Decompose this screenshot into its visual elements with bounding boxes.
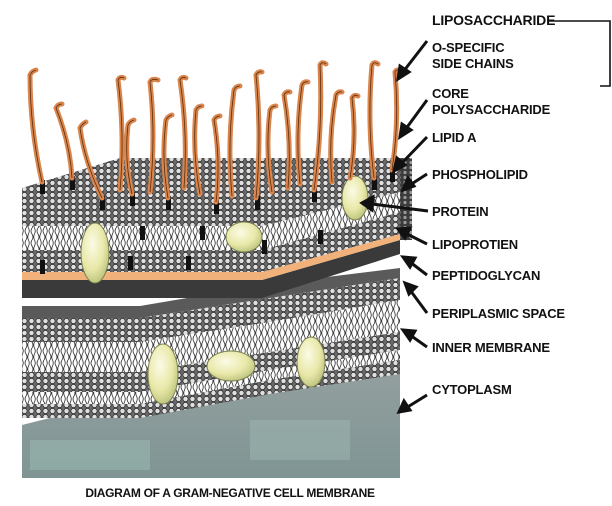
label-peptidoglycan: PEPTIDOGLYCAN	[432, 268, 540, 283]
liposaccharide-bracket	[570, 21, 610, 86]
label-core-line1: CORE	[432, 86, 469, 101]
label-lipid-a: LIPID A	[432, 130, 476, 145]
inner-protein-3	[297, 337, 325, 387]
outer-protein-3	[342, 176, 368, 220]
inner-membrane-block	[22, 268, 400, 478]
label-o-specific-line1: O-SPECIFIC	[432, 40, 504, 55]
inner-protein-1	[148, 344, 178, 404]
lps-chain	[30, 70, 42, 182]
outer-protein-2	[226, 222, 262, 252]
label-lipoprotein: LIPOPROTIEN	[432, 237, 518, 252]
label-periplasmic-space: PERIPLASMIC SPACE	[432, 306, 565, 321]
label-phospholipid: PHOSPHOLIPID	[432, 167, 528, 182]
label-o-specific-line2: SIDE CHAINS	[432, 56, 514, 71]
outer-protein-1	[81, 223, 109, 283]
label-inner-membrane: INNER MEMBRANE	[432, 340, 550, 355]
label-cytoplasm: CYTOPLASM	[432, 382, 512, 397]
diagram-title: DIAGRAM OF A GRAM-NEGATIVE CELL MEMBRANE	[0, 486, 460, 500]
label-protein: PROTEIN	[432, 204, 488, 219]
label-core-line2: POLYSACCHARIDE	[432, 102, 550, 117]
label-liposaccharide: LIPOSACCHARIDE	[432, 13, 555, 28]
inner-protein-2	[207, 351, 255, 381]
